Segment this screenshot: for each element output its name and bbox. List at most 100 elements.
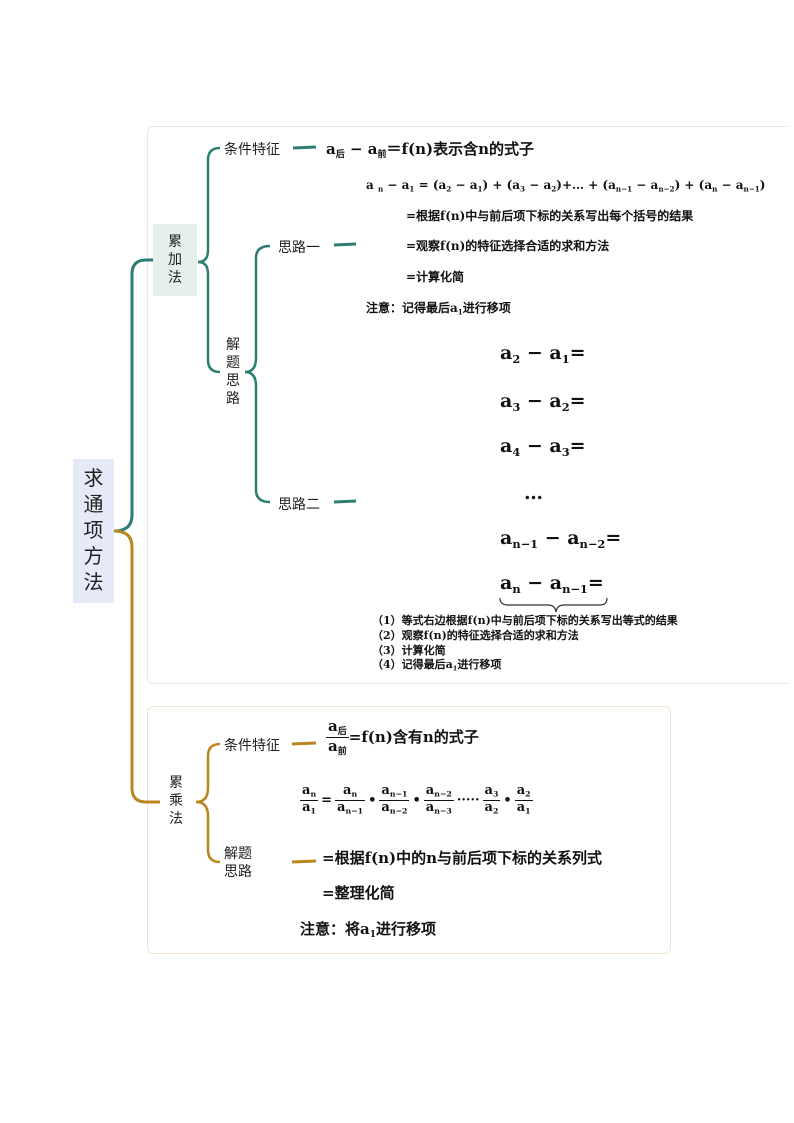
solve-char: 路 (226, 391, 240, 407)
solve-label-line: 思路 (224, 864, 252, 880)
root-char: 项 (83, 518, 104, 542)
formula-sub: 1 (409, 184, 415, 194)
formula-eq: = (569, 435, 586, 457)
idea2-ellipsis: … (524, 482, 543, 504)
root-char: 法 (83, 570, 104, 594)
ratio-fraction: a后 a前 (326, 717, 349, 758)
leicheng-step-2: =整理化简 (322, 884, 395, 902)
formula-sub: n−2 (658, 184, 675, 194)
solve-label-line: 解题 (224, 846, 252, 862)
idea2-row: an−1 − an−2= (500, 527, 622, 551)
formula-text: ) + (a (482, 178, 521, 192)
formula-text: − a (632, 178, 659, 192)
frac-sub: n−1 (389, 789, 408, 799)
frac-a: a (328, 737, 338, 756)
formula-sub: n−1 (615, 184, 633, 194)
frac-sub: 2 (525, 789, 531, 799)
leicheng-step-1: =根据f(n)中的n与前后项下标的关系列式 (322, 849, 603, 867)
frac-a: a (484, 783, 493, 798)
product-dots: ····· (456, 792, 480, 808)
leijia-condition-label: 条件特征 (224, 142, 280, 158)
formula-sub: 3 (512, 399, 521, 414)
formula-minus: − (349, 140, 363, 158)
formula-a: a (549, 390, 562, 412)
frac-sub: n−3 (434, 806, 452, 816)
formula-text: ) + (a (674, 178, 713, 192)
formula-sub: n−1 (512, 536, 539, 551)
formula-a: a (500, 527, 513, 549)
formula-a: a (500, 435, 513, 457)
note-sub: 1 (457, 307, 463, 317)
formula-a: a (367, 140, 378, 158)
solve-char: 题 (226, 355, 240, 371)
product-dot: • (503, 792, 512, 808)
formula-a: a (549, 572, 563, 594)
frac-a: a (343, 783, 352, 798)
frac-a: a (425, 783, 435, 798)
formula-sub: 3 (561, 444, 570, 459)
formula-rest: =f(n)含有n的式子 (348, 727, 479, 746)
leijia-condition-formula: a后 − a前＝f(n)表示含n的式子 (326, 138, 534, 160)
idea2-step-2: （2）观察f(n)的特征选择合适的求和方法 (372, 629, 579, 642)
frac-sub: n (351, 789, 358, 799)
formula-a: a (549, 435, 562, 457)
frac-a: a (425, 799, 435, 815)
leicheng-char: 累 (169, 775, 183, 791)
idea2-row: a3 − a2= (500, 390, 586, 414)
step-sub: 1 (452, 664, 458, 673)
idea2-row: a4 − a3= (500, 435, 586, 459)
frac-a: a (302, 783, 311, 798)
leicheng-char: 法 (169, 811, 183, 827)
formula-a: a (500, 390, 513, 412)
formula-sub: n (512, 581, 521, 596)
idea1-step-1: =根据f(n)中与前后项下标的关系写出每个括号的结果 (406, 209, 694, 223)
frac-sub: n (310, 789, 317, 799)
leicheng-note: 注意：将a1进行移项 (300, 918, 436, 940)
formula-sub: 2 (446, 184, 452, 194)
frac-a: a (516, 799, 526, 815)
formula-sub: 1 (477, 184, 483, 194)
leicheng-solve-node: 解题 思路 (224, 845, 252, 881)
leicheng-condition-formula: a后 a前 =f(n)含有n的式子 (326, 717, 479, 758)
formula-a: a (500, 342, 513, 364)
frac-sub: 1 (525, 806, 531, 816)
formula-a: a (366, 178, 374, 192)
formula-sub: 前 (377, 150, 387, 161)
formula-eq: = (569, 342, 586, 364)
note-text: 进行移项 (462, 301, 511, 315)
formula-text: − a (383, 178, 410, 192)
root-char: 方 (83, 544, 104, 568)
idea2-label: 思路二 (278, 497, 320, 513)
frac-sub: 后 (337, 727, 347, 738)
formula-text: − a (525, 178, 552, 192)
note-sub: 1 (369, 930, 376, 941)
frac-sub: n−2 (434, 789, 452, 799)
idea2-step-1: （1）等式右边根据f(n)中与前后项下标的关系写出等式的结果 (372, 614, 678, 627)
leijia-panel (147, 126, 788, 684)
formula-sub: n−1 (562, 581, 588, 596)
leijia-char: 加 (168, 252, 182, 268)
formula-sub: 3 (520, 184, 526, 194)
formula-a: a (500, 572, 513, 594)
frac-a: a (484, 799, 493, 815)
leijia-solve-node: 解 题 思 路 (222, 336, 244, 408)
formula-text: ) (759, 178, 766, 192)
frac-a: a (381, 799, 390, 815)
idea2-step-3: （3）计算化简 (372, 644, 446, 657)
leicheng-node: 累 乘 法 (163, 774, 189, 828)
frac-sub: 2 (492, 806, 499, 816)
root-char: 通 (83, 492, 104, 516)
leicheng-condition-label: 条件特征 (224, 738, 280, 754)
formula-sub: n (377, 184, 384, 194)
idea1-step-3: =计算化简 (406, 270, 465, 284)
step-text: 进行移项 (457, 658, 502, 671)
frac-a: a (516, 783, 526, 798)
note-text: 注意：将a (300, 920, 370, 938)
frac-a: a (337, 799, 346, 815)
